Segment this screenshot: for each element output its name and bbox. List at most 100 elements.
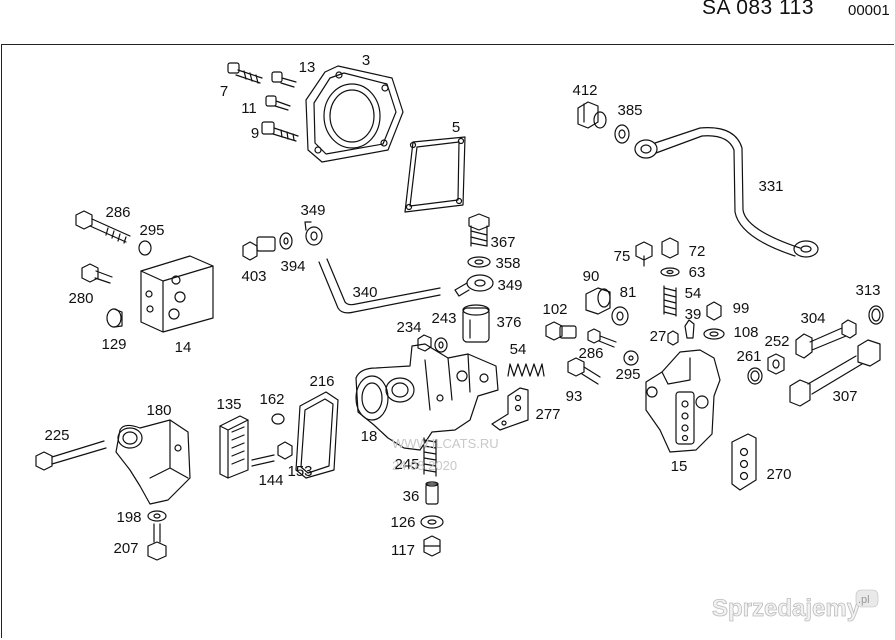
bracket-277 — [491, 387, 529, 431]
spring-245 — [423, 437, 437, 477]
callout-234: 234 — [396, 319, 421, 336]
fitting-252 — [767, 353, 785, 375]
fitting-102 — [545, 321, 577, 341]
callout-277: 277 — [535, 406, 560, 423]
callout-252: 252 — [764, 333, 789, 350]
union-nut-412 — [577, 101, 607, 129]
bolt-225 — [35, 440, 107, 471]
gasket-216 — [295, 391, 339, 479]
callout-385: 385 — [617, 102, 642, 119]
callout-295: 295 — [139, 222, 164, 239]
callout-270: 270 — [766, 466, 791, 483]
plug-129 — [106, 308, 123, 328]
callout-307: 307 — [832, 388, 857, 405]
pin-39 — [684, 319, 695, 339]
pipe-307 — [789, 339, 881, 407]
nut-234 — [417, 334, 432, 352]
callout-9: 9 — [251, 125, 259, 142]
callout-331: 331 — [758, 178, 783, 195]
callout-225: 225 — [44, 427, 69, 444]
callout-261: 261 — [736, 348, 761, 365]
diagram-code: SA 083 113 — [702, 0, 815, 19]
callout-75: 75 — [614, 248, 631, 265]
callout-5: 5 — [452, 119, 460, 136]
callout-93: 93 — [566, 388, 583, 405]
pipe-331 — [634, 127, 819, 258]
housing-18 — [355, 343, 499, 451]
bolt-280 — [81, 263, 113, 284]
bolt-367 — [468, 213, 490, 247]
plug-117 — [423, 535, 441, 557]
callout-304: 304 — [800, 310, 825, 327]
callout-36: 36 — [403, 488, 420, 505]
callout-90: 90 — [583, 268, 600, 285]
brand-tld: .pl — [858, 594, 870, 606]
fitting-90 — [585, 287, 611, 315]
filter-135 — [219, 415, 249, 479]
callout-27: 27 — [650, 328, 667, 345]
spring-54-left — [507, 363, 545, 377]
brand-main: Sprzedajemy — [712, 595, 861, 622]
callout-349: 349 — [497, 277, 522, 294]
washer-358 — [467, 256, 491, 268]
callout-15: 15 — [671, 458, 688, 475]
washer-126 — [420, 515, 444, 529]
callout-207: 207 — [113, 540, 138, 557]
callout-313: 313 — [855, 282, 880, 299]
callout-135: 135 — [216, 396, 241, 413]
callout-295: 295 — [615, 366, 640, 383]
callout-358: 358 — [495, 255, 520, 272]
watermark-site: WWW.ILCATS.RU — [392, 436, 499, 451]
brand-logo: Sprzedajemy .pl — [712, 589, 879, 622]
callout-367: 367 — [490, 234, 515, 251]
callout-162: 162 — [259, 391, 284, 408]
valve-376 — [462, 304, 490, 343]
callout-39: 39 — [685, 306, 702, 323]
callout-129: 129 — [101, 336, 126, 353]
callout-108: 108 — [733, 324, 758, 341]
housing-15 — [645, 349, 721, 453]
washer-394 — [279, 232, 293, 250]
elbow-180 — [115, 419, 191, 505]
valve-36 — [425, 481, 439, 505]
callout-99: 99 — [733, 300, 750, 317]
callout-245: 245 — [394, 456, 419, 473]
callout-286: 286 — [105, 204, 130, 221]
callout-376: 376 — [496, 314, 521, 331]
bolt-93 — [567, 357, 601, 385]
washer-295-left — [138, 240, 152, 256]
stud-144 — [251, 454, 275, 467]
bolt-286-right — [587, 328, 617, 348]
banjo-349-mid — [454, 274, 494, 297]
bolt-7 — [227, 62, 263, 84]
washer-295-right — [623, 350, 639, 366]
bolt-286-left — [75, 210, 131, 244]
washer-243 — [434, 337, 448, 353]
nut-153 — [277, 441, 293, 460]
o-ring-261 — [747, 367, 763, 385]
spring-54-right — [663, 285, 677, 317]
callout-216: 216 — [309, 373, 334, 390]
washer-198 — [147, 510, 167, 522]
callout-63: 63 — [689, 264, 706, 281]
callout-7: 7 — [220, 83, 228, 100]
gasket-270 — [731, 433, 757, 491]
callout-198: 198 — [116, 509, 141, 526]
washer-63 — [660, 267, 680, 277]
valve-27 — [667, 330, 679, 346]
ring-313 — [868, 305, 884, 325]
watermark-date: 24.08.2020 — [392, 458, 457, 473]
bolt-11 — [265, 95, 291, 111]
bolt-13 — [271, 71, 297, 88]
callout-11: 11 — [241, 100, 257, 117]
plug-75 — [635, 241, 653, 267]
callout-412: 412 — [572, 82, 597, 99]
callout-3: 3 — [362, 52, 370, 69]
block-14 — [140, 255, 214, 333]
bolt-207 — [147, 523, 167, 561]
page-number: 00001 — [848, 2, 890, 19]
callout-394: 394 — [280, 258, 305, 275]
